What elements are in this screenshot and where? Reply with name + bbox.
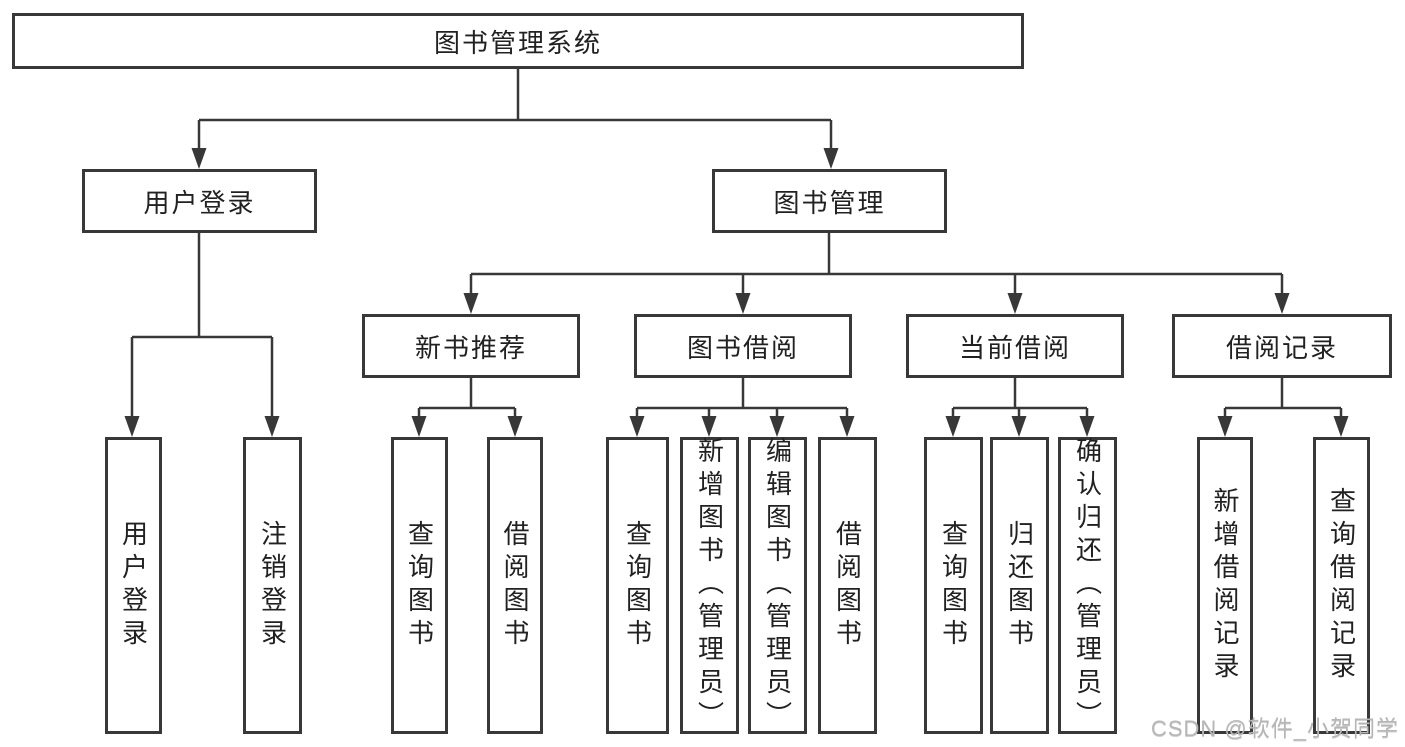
node-borrow-records-label: 借阅记录 (1225, 332, 1338, 363)
node-book-management: 图书管理 (712, 169, 947, 233)
node-new-book-recommend-label: 新书推荐 (414, 332, 527, 363)
leaf-logout: 注销登录 (243, 437, 302, 734)
leaf-return-books: 归还图书 (990, 437, 1049, 734)
leaf-query-books-recommend-label: 查询图书 (404, 519, 435, 652)
node-book-borrow: 图书借阅 (634, 314, 852, 378)
watermark-text: CSDN @软件_小贺同学 (1150, 716, 1399, 741)
leaf-borrow-books-recommend-label: 借阅图书 (500, 519, 530, 652)
leaf-confirm-return-admin-label: 确认归还（管理员） (1072, 437, 1103, 734)
leaf-logout-label: 注销登录 (257, 519, 288, 652)
leaf-query-books-borrow: 查询图书 (606, 437, 669, 734)
node-new-book-recommend: 新书推荐 (362, 314, 580, 378)
node-user-login: 用户登录 (82, 169, 317, 233)
node-root-label: 图书管理系统 (433, 27, 602, 58)
leaf-confirm-return-admin: 确认归还（管理员） (1058, 437, 1117, 734)
leaf-edit-books-admin: 编辑图书（管理员） (748, 437, 807, 734)
leaf-borrow-books: 借阅图书 (818, 437, 877, 734)
node-book-management-label: 图书管理 (773, 187, 886, 218)
leaf-add-borrow-record-label: 新增借阅记录 (1210, 486, 1240, 685)
leaf-query-borrow-record: 查询借阅记录 (1313, 437, 1370, 734)
node-user-login-label: 用户登录 (143, 187, 256, 218)
leaf-borrow-books-recommend: 借阅图书 (487, 437, 543, 734)
node-current-borrow: 当前借阅 (906, 314, 1124, 378)
leaf-user-login: 用户登录 (105, 437, 162, 734)
leaf-add-borrow-record: 新增借阅记录 (1197, 437, 1253, 734)
node-borrow-records: 借阅记录 (1172, 314, 1392, 378)
leaf-borrow-books-label: 借阅图书 (832, 519, 863, 652)
leaf-add-books-admin-label: 新增图书（管理员） (694, 437, 725, 734)
leaf-return-books-label: 归还图书 (1004, 519, 1035, 652)
node-current-borrow-label: 当前借阅 (958, 332, 1071, 363)
leaf-user-login-label: 用户登录 (118, 519, 149, 652)
leaf-query-books-current: 查询图书 (924, 437, 983, 734)
leaf-query-books-borrow-label: 查询图书 (622, 519, 653, 652)
leaf-query-borrow-record-label: 查询借阅记录 (1326, 486, 1357, 685)
node-root: 图书管理系统 (12, 13, 1024, 69)
leaf-query-books-current-label: 查询图书 (938, 519, 969, 652)
leaf-add-books-admin: 新增图书（管理员） (680, 437, 739, 734)
node-book-borrow-label: 图书借阅 (686, 332, 799, 363)
leaf-query-books-recommend: 查询图书 (391, 437, 448, 734)
leaf-edit-books-admin-label: 编辑图书（管理员） (762, 437, 793, 734)
